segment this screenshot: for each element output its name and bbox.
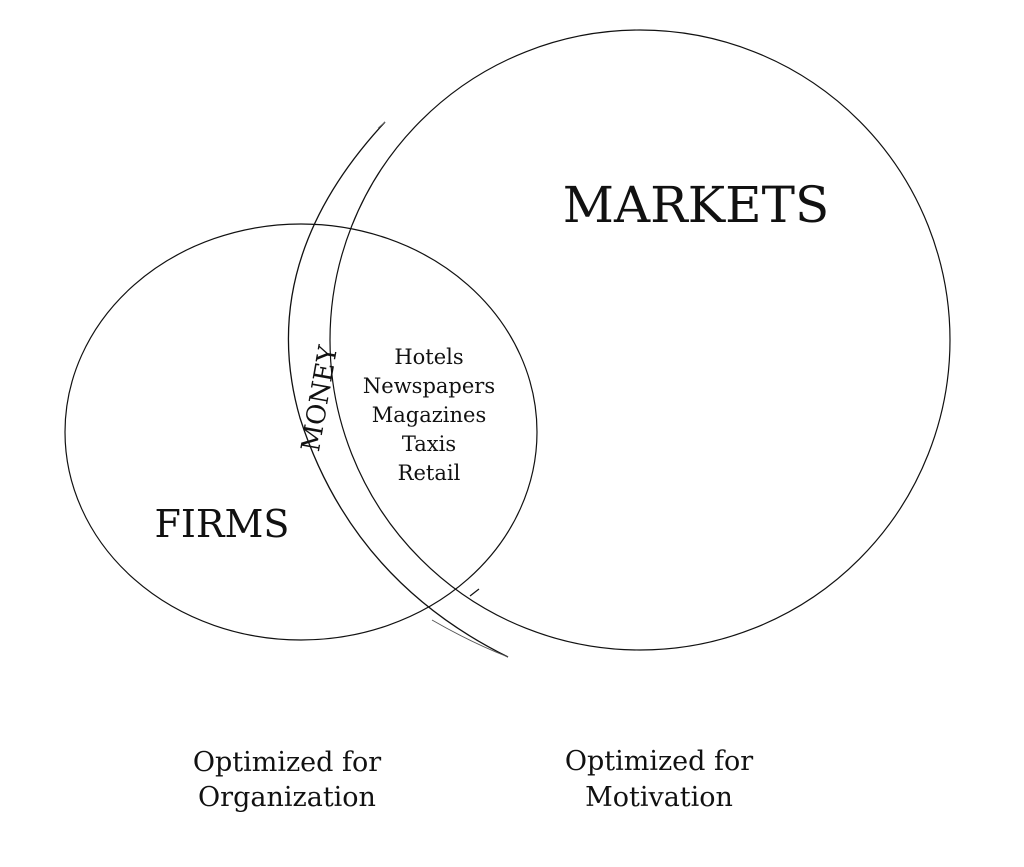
overlap-item-newspapers: Newspapers <box>363 374 495 398</box>
money-band-outer-arc <box>287 121 509 658</box>
caption-left-line2: Organization <box>198 782 376 813</box>
firms-circle <box>64 223 538 641</box>
money-band-bottom-fade <box>431 619 509 658</box>
overlap-item-hotels: Hotels <box>394 345 463 369</box>
firms-edge-stub <box>469 588 480 597</box>
overlap-list: Hotels Newspapers Magazines Taxis Retail <box>363 345 495 485</box>
overlap-item-magazines: Magazines <box>372 403 487 427</box>
markets-label: MARKETS <box>563 176 829 234</box>
caption-left-line1: Optimized for <box>193 747 381 778</box>
firms-label: FIRMS <box>155 502 290 546</box>
overlap-item-retail: Retail <box>398 461 461 485</box>
caption-right: Optimized for Motivation <box>565 746 753 813</box>
money-band-top-fade <box>377 121 386 129</box>
markets-circle <box>329 29 951 651</box>
caption-right-line2: Motivation <box>585 782 733 813</box>
caption-right-line1: Optimized for <box>565 746 753 777</box>
money-label: MONEY <box>296 343 344 454</box>
overlap-item-taxis: Taxis <box>402 432 456 456</box>
caption-left: Optimized for Organization <box>193 747 381 813</box>
